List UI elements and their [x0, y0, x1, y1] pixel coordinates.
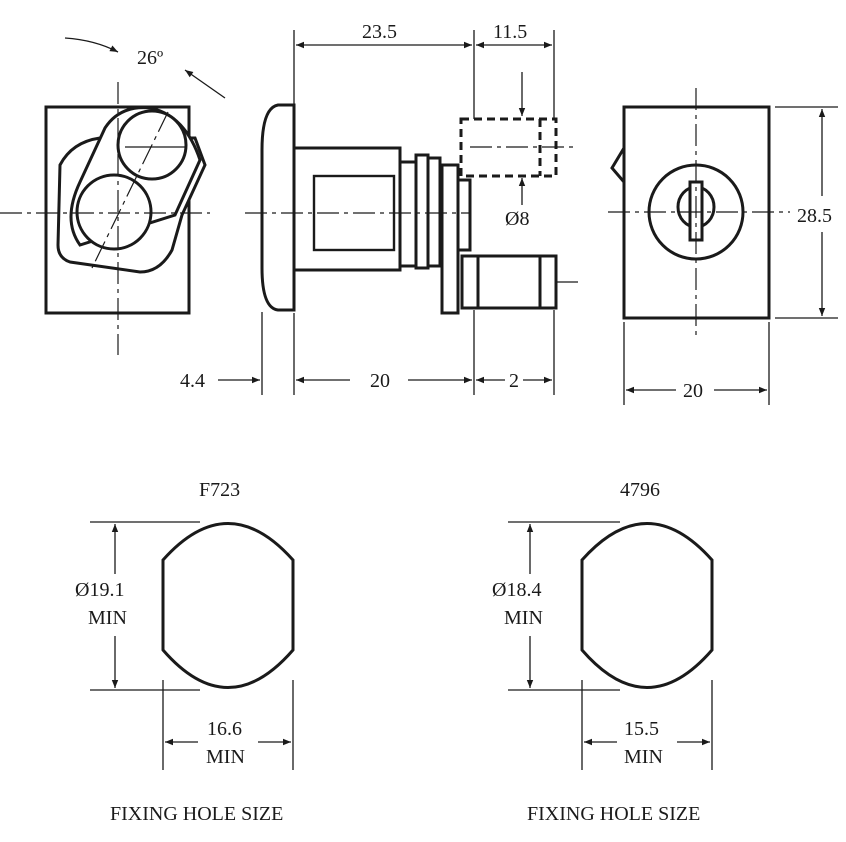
f723-dia-min: MIN [88, 607, 127, 629]
angle-arrow-left [64, 37, 119, 53]
front-view: 26º [0, 37, 226, 355]
h4796-title: 4796 [620, 479, 660, 501]
dim-28-5: 28.5 [797, 205, 832, 227]
rear-view-tab [610, 147, 626, 183]
side-view: 23.5 11.5 Ø8 4.4 20 2 [180, 21, 578, 395]
dim-dia8: Ø8 [505, 208, 529, 230]
dim-20-side: 20 [370, 370, 390, 392]
f723-width-value: 16.6 [207, 718, 242, 740]
roller [460, 254, 558, 310]
dim-11-5: 11.5 [493, 21, 527, 43]
washer-1 [414, 153, 430, 270]
washer-2 [426, 156, 442, 268]
body-step [398, 160, 418, 268]
h4796-dia-value: Ø18.4 [492, 579, 541, 601]
angle-label: 26º [137, 47, 163, 69]
h4796-dia-min: MIN [504, 607, 543, 629]
dim-4-4: 4.4 [180, 370, 205, 392]
spindle [456, 178, 472, 252]
f723-hole-outline [161, 522, 295, 689]
h4796-hole-outline [580, 522, 714, 689]
bezel [260, 103, 296, 312]
angle-arrow-right [184, 69, 226, 99]
cam-hole-lower [75, 173, 153, 251]
fixing-hole-f723: F723 Ø19.1 MIN 16.6 MIN FIXING HOLE SIZE [75, 479, 295, 825]
dim-20-rear: 20 [683, 380, 703, 402]
rear-view: 28.5 20 [608, 88, 838, 405]
fixing-hole-4796: 4796 Ø18.4 MIN 15.5 MIN FIXING HOLE SIZE [492, 479, 714, 825]
lock-body [292, 146, 402, 272]
f723-title: F723 [199, 479, 240, 501]
cam-plate [440, 163, 460, 315]
dim-23-5: 23.5 [362, 21, 397, 43]
f723-caption: FIXING HOLE SIZE [110, 803, 283, 825]
h4796-width-min: MIN [624, 746, 663, 768]
h4796-width-value: 15.5 [624, 718, 659, 740]
h4796-caption: FIXING HOLE SIZE [527, 803, 700, 825]
f723-dia-value: Ø19.1 [75, 579, 124, 601]
dim-2: 2 [509, 370, 519, 392]
cam-angle-centerline [91, 111, 169, 269]
f723-width-min: MIN [206, 746, 245, 768]
